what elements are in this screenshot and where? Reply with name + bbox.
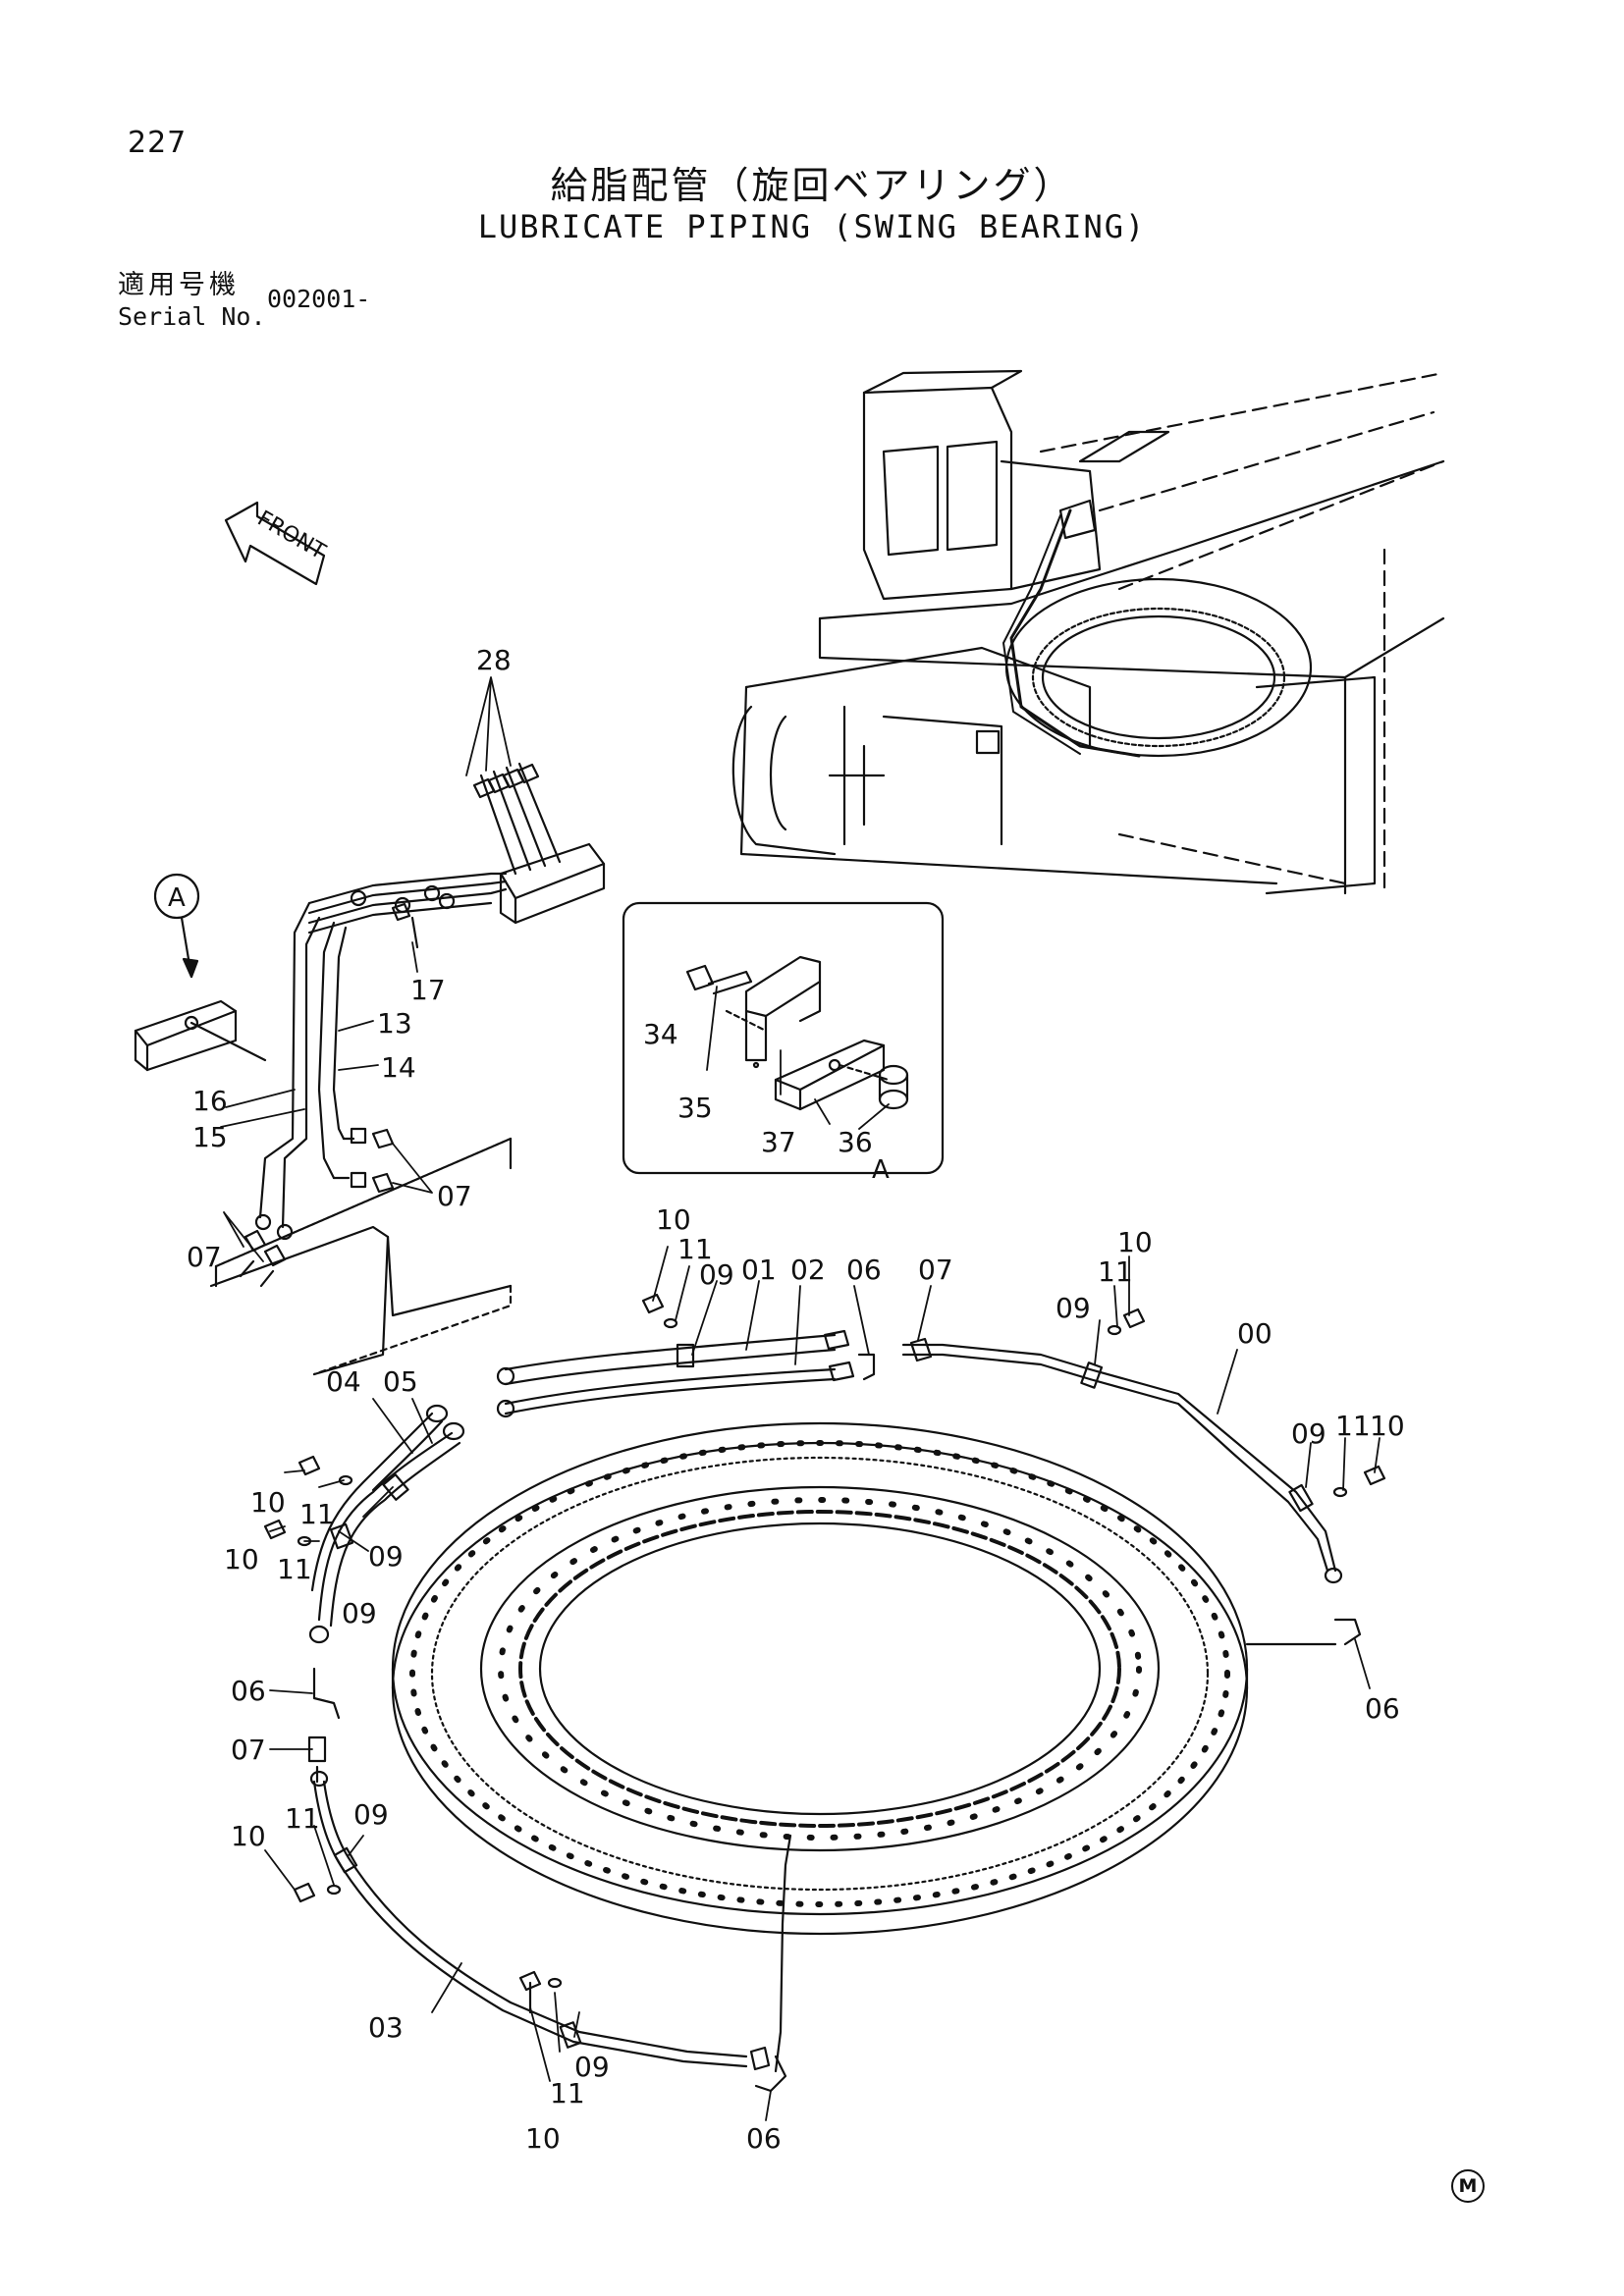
callout-09-left-a: 09 [368,1540,404,1573]
callout-07-top: 07 [918,1254,953,1286]
callout-05: 05 [383,1365,418,1398]
callout-10-top-right: 10 [1117,1226,1153,1258]
callout-06-left: 06 [231,1675,266,1707]
callout-10-bottom: 10 [525,2122,561,2155]
callout-leader-lines [220,676,1380,2121]
page-title-japanese: 給脂配管（旋回ベアリング） [550,164,1074,207]
callout-09-bottom: 09 [574,2051,610,2083]
callout-37: 37 [761,1126,796,1158]
callout-17: 17 [410,974,446,1006]
callout-11-left-a: 11 [299,1498,335,1530]
callout-10-right: 10 [1370,1410,1405,1442]
serial-number-value: 002001- [267,285,371,313]
callout-11-bottom: 11 [550,2077,585,2109]
detail-a-callout-circle [153,873,200,920]
callout-11-right: 11 [1335,1410,1371,1442]
serial-label-english: Serial No. [118,302,266,331]
callout-04: 04 [326,1365,361,1398]
callout-10-lower-left: 10 [231,1820,266,1852]
manufacturer-mark-icon: M [1451,2169,1485,2203]
callout-11-top-right: 11 [1098,1255,1133,1288]
callout-09-left-b: 09 [342,1597,377,1629]
callout-09-right: 09 [1291,1417,1326,1450]
callout-06-bottom: 06 [746,2122,782,2155]
callout-06-top: 06 [846,1254,882,1286]
callout-13: 13 [377,1007,412,1040]
lubrication-pad-detail-a [134,873,267,1072]
callout-09-top-right: 09 [1056,1292,1091,1324]
callout-10-left-b: 10 [224,1543,259,1575]
callout-11-left-b: 11 [277,1553,312,1585]
callout-07-upper-left: 07 [187,1241,222,1273]
callout-36: 36 [838,1126,873,1158]
page-title-english: LUBRICATE PIPING (SWING BEARING) [477,208,1147,245]
bearing-lubrication-pipes [263,1293,1386,2093]
swing-bearing-ring [391,1421,1249,1936]
page-number: 227 [128,126,188,160]
callout-10-top: 10 [656,1203,691,1236]
serial-label-japanese: 適用号機 [118,270,240,300]
callout-01: 01 [741,1254,777,1286]
detail-a-box-label: A [872,1155,890,1185]
callout-00: 00 [1237,1317,1272,1350]
callout-07-upper-right: 07 [437,1180,472,1212]
front-arrow-label: FRONT [253,507,330,565]
callout-11-top: 11 [677,1233,713,1265]
detail-a-circle-label: A [168,883,186,913]
callout-35: 35 [677,1092,713,1124]
callout-02: 02 [790,1254,826,1286]
detail-a-box [622,901,945,1175]
callout-labels: 28 17 13 14 16 15 07 07 A 34 35 37 36 A … [168,644,1405,2155]
callout-14: 14 [381,1051,416,1084]
excavator-overview-illustration [731,369,1445,895]
callout-06-right: 06 [1365,1692,1400,1725]
callout-11-lower-left: 11 [285,1802,320,1835]
callout-16: 16 [192,1085,228,1117]
callout-03: 03 [368,2011,404,2044]
callout-15: 15 [192,1121,228,1153]
callout-28: 28 [476,644,512,676]
hose-manifold-assembly [209,762,606,1376]
callout-09-top: 09 [699,1258,734,1291]
front-direction-arrow-icon: FRONT [224,501,330,586]
callout-10-left-a: 10 [250,1486,286,1519]
callout-09-lower-left: 09 [353,1798,389,1831]
callout-07-left: 07 [231,1734,266,1766]
callout-34: 34 [643,1018,678,1050]
